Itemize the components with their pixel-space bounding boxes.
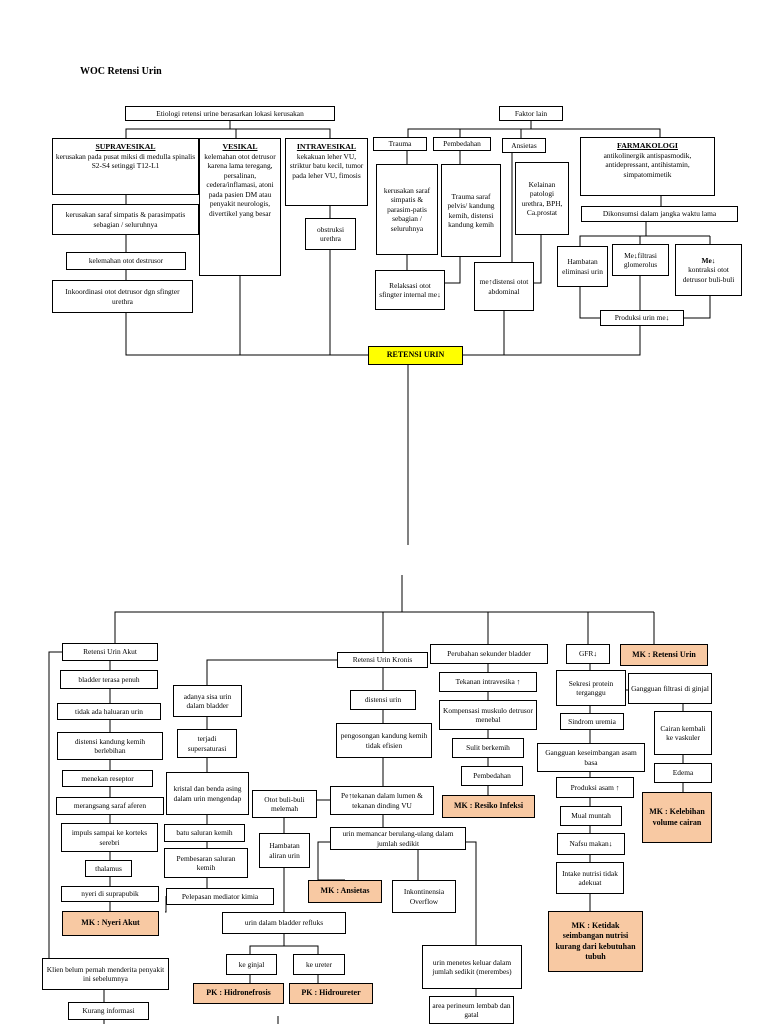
gfr-3-box: Gangguan keseimbangan asam basa	[537, 743, 645, 772]
memancar-box: urin memancar berulang-ulang dalam jumla…	[330, 827, 466, 850]
farmakologi-box: FARMAKOLOGI antikolinergik antispasmodik…	[580, 137, 715, 196]
pk-hidroureter-box: PK : Hidroureter	[289, 983, 373, 1004]
retensi-urin-box: RETENSI URIN	[368, 346, 463, 365]
obstruksi-box: obstruksi urethra	[305, 218, 356, 250]
dikonsumsi-box: Dikonsumsi dalam jangka waktu lama	[581, 206, 738, 222]
akut-7-box: thalamus	[85, 860, 132, 877]
akut-2-box: tidak ada haluaran urin	[57, 703, 161, 720]
akut-8-box: nyeri di suprapubik	[61, 886, 159, 902]
mk-resiko-infeksi-box: MK : Resiko Infeksi	[442, 795, 535, 818]
ke-ginjal-box: ke ginjal	[226, 954, 277, 975]
perineum-box: area perineum lembab dan gatal	[429, 996, 514, 1024]
akut-1-box: bladder terasa penuh	[60, 670, 158, 689]
mk-nyeri-box: MK : Nyeri Akut	[62, 911, 159, 936]
faktor-lain-box: Faktor lain	[499, 106, 563, 121]
otot-buli-box: Otot buli-buli melemah	[252, 790, 317, 818]
sekunder-1-box: Tekanan intravesika ↑	[439, 672, 537, 692]
ke-ureter-box: ke ureter	[293, 954, 345, 975]
sekunder-box: Perubahan sekunder bladder	[430, 644, 548, 664]
sisa-2-box: terjadi supersaturasi	[177, 729, 237, 758]
trauma-text-box: kerusakan saraf simpatis & parasim-patis…	[376, 164, 438, 255]
menetes-box: urin menetes keluar dalam jumlah sedikit…	[422, 945, 522, 989]
mk-ansietas-box: MK : Ansietas	[308, 880, 382, 903]
akut-6-box: impuls sampai ke korteks serebri	[61, 823, 158, 852]
sisa-1-box: adanya sisa urin dalam bladder	[173, 685, 242, 717]
mk-retensi-box: MK : Retensi Urin	[620, 644, 708, 666]
klien-box: Klien belum pernah menderita penyakit in…	[42, 958, 169, 990]
gfr-2-box: Sindrom uremia	[560, 713, 624, 730]
gfr-6-box: Nafsu makan↓	[557, 833, 625, 855]
kronis-3-box: Pe↑tekanan dalam lumen & tekanan dinding…	[330, 786, 434, 815]
vesikal-box: VESIKAL kelemahan otot detrusor karena l…	[199, 138, 281, 276]
sekunder-2-box: Kompensasi muskulo detrusor menebal	[439, 700, 537, 730]
kelainan-box: Kelainan patologi urethra, BPH, Ca.prost…	[515, 162, 569, 235]
akut-box: Retensi Urin Akut	[62, 643, 158, 661]
refluks-box: urin dalam bladder refluks	[222, 912, 346, 934]
inkontinensia-box: Inkontinensia Overflow	[392, 880, 456, 913]
supravesikal-box: SUPRAVESIKAL kerusakan pada pusat miksi …	[52, 138, 199, 195]
sekunder-4-box: Pembedahan	[461, 766, 523, 786]
cairan-box: Cairan kembali ke vaskuler	[654, 711, 712, 755]
filtrasi-box: Me↓filtrasi glomerolus	[612, 244, 669, 276]
akut-4-box: menekan reseptor	[62, 770, 153, 787]
supra-kelemahan-box: kelemahan otot destrusor	[66, 252, 186, 270]
akut-3-box: distensi kandung kemih berlebihan	[57, 732, 163, 760]
sisa-5-box: Pembesaran saluran kemih	[164, 848, 248, 878]
sisa-4-box: batu saluran kemih	[164, 824, 245, 842]
kurang-informasi-box: Kurang informasi	[68, 1002, 149, 1020]
kronis-box: Retensi Urin Kronis	[337, 652, 428, 668]
relaksasi-box: Relaksasi otot sfingter internal me↓	[375, 270, 445, 310]
ansietas-box: Ansietas	[502, 138, 546, 153]
kronis-2-box: pengosongan kandung kemih tidak efisien	[336, 723, 432, 758]
supra-saraf-box: kerusakan saraf simpatis & parasimpatis …	[52, 204, 199, 235]
akut-5-box: merangsang saraf aferen	[56, 797, 164, 815]
intravesikal-box: INTRAVESIKAL kekakuan leher VU, striktur…	[285, 138, 368, 206]
sekunder-3-box: Sulit berkemih	[452, 738, 524, 758]
kronis-1-box: distensi urin	[350, 690, 416, 710]
pk-hidronefrosis-box: PK : Hidronefrosis	[193, 983, 284, 1004]
sisa-3-box: kristal dan benda asing dalam urin menge…	[166, 772, 249, 815]
gfr-1-box: Sekresi protein terganggu	[556, 670, 626, 706]
gfr-box: GFR↓	[566, 644, 610, 664]
mk-kelebihan-box: MK : Kelebihan volume cairan	[642, 792, 712, 843]
hambatan-aliran-box: Hambatan aliran urin	[259, 833, 310, 868]
edema-box: Edema	[654, 763, 712, 783]
trauma-box: Trauma	[373, 137, 427, 151]
supra-inkoordinasi-box: Inkoordinasi otot detrusor dgn sfingter …	[52, 280, 193, 313]
etiologi-box: Etiologi retensi urine berasarkan lokasi…	[125, 106, 335, 121]
kontraksi-box: Me↓ kontraksi otot detrusor buli-buli	[675, 244, 742, 296]
gfr-7-box: Intake nutrisi tidak adekuat	[556, 862, 624, 894]
sisa-6-box: Pelepasan mediator kimia	[166, 888, 274, 905]
page-title: WOC Retensi Urin	[80, 66, 162, 77]
hambatan-eliminasi-box: Hambatan eliminasi urin	[557, 246, 608, 287]
pembedahan-text-box: Trauma saraf pelvis/ kandung kemih, dist…	[441, 164, 501, 257]
produksi-box: Produksi urin me↓	[600, 310, 684, 326]
distensi-abdominal-box: me↑distensi otot abdominal	[474, 262, 534, 311]
gfr-5-box: Mual muntah	[560, 806, 622, 826]
mk-nutrisi-box: MK : Ketidak seimbangan nutrisi kurang d…	[548, 911, 643, 972]
gangguan-filtrasi-box: Gangguan filtrasi di ginjal	[628, 673, 712, 704]
gfr-4-box: Produksi asam ↑	[556, 777, 634, 798]
pembedahan-box: Pembedahan	[433, 137, 491, 151]
